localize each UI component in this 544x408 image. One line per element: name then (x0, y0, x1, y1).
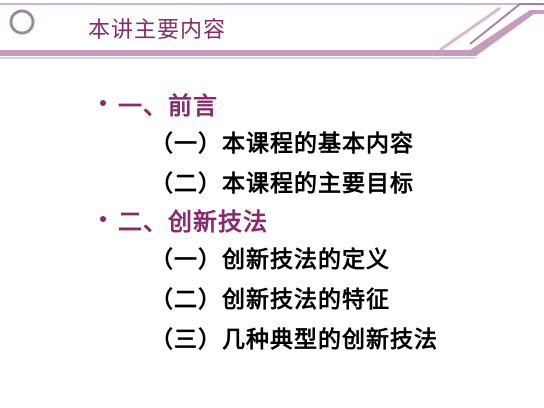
outline-item: （二）创新技法的特征 (150, 287, 390, 313)
outline-item: （二）本课程的主要目标 (150, 171, 414, 197)
slide-title: 本讲主要内容 (88, 18, 227, 43)
bullet-dot-icon (100, 216, 106, 222)
bullet-dot-icon (100, 100, 106, 106)
section-label: 二、创新技法 (118, 207, 268, 236)
outline-section-2: 二、创新技法 (100, 202, 268, 236)
circle-icon (9, 9, 35, 35)
outline-item: （一）创新技法的定义 (150, 247, 390, 273)
outline-item: （一）本课程的基本内容 (150, 131, 414, 157)
outline-section-1: 一、前言 (100, 86, 218, 120)
section-label: 一、前言 (118, 91, 218, 120)
outline-item: （三）几种典型的创新技法 (150, 327, 438, 353)
slide-header: 本讲主要内容 (0, 0, 544, 70)
header-decoration (0, 3, 544, 59)
